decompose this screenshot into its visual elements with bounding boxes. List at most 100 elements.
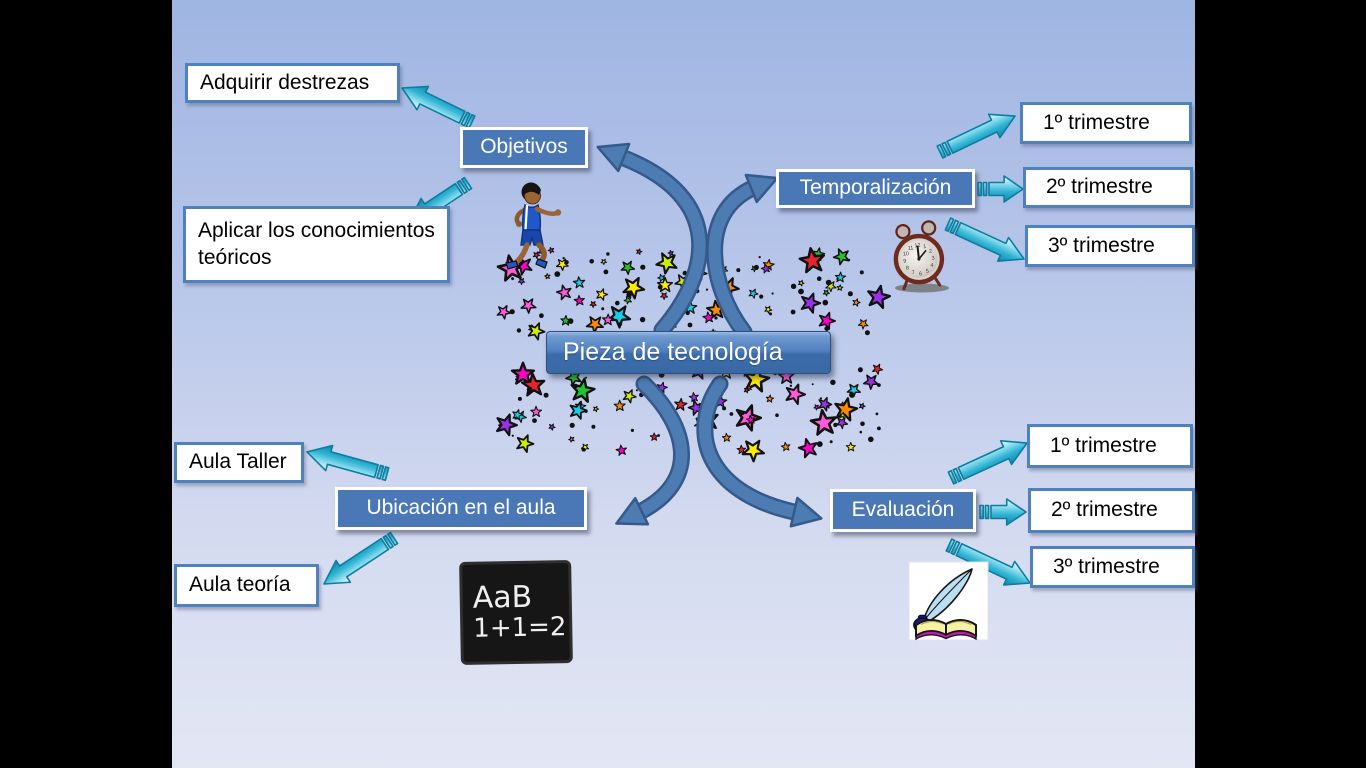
star [510, 361, 536, 385]
dot [657, 434, 660, 437]
dot [829, 440, 833, 444]
node-aula-teoria: Aula teoría [174, 564, 319, 607]
clock-number: 6 [919, 271, 923, 277]
dot [569, 422, 575, 428]
dot [554, 271, 561, 277]
dot [606, 252, 610, 256]
star [516, 434, 535, 453]
node-temporalizacion-trimestre-1: 1º trimestre [1020, 102, 1192, 144]
star [656, 276, 674, 293]
curved-arrow-connector [596, 142, 709, 339]
star [818, 396, 833, 412]
dot [847, 291, 853, 297]
dot [816, 441, 823, 447]
star [548, 423, 556, 431]
dot [509, 309, 515, 315]
striped-arrow-connector [401, 85, 476, 129]
dot [705, 288, 709, 291]
star [813, 404, 820, 411]
striped-arrow-connector [944, 217, 1025, 262]
dot [825, 279, 832, 286]
dot [581, 447, 586, 452]
star [622, 389, 637, 404]
dot [511, 277, 515, 281]
star [568, 436, 575, 443]
star [688, 392, 699, 403]
striped-arrows [306, 85, 1031, 586]
star [736, 444, 747, 455]
dot [859, 430, 863, 434]
star [657, 273, 666, 282]
blackboard-text-line2: 1+1=2 [473, 612, 567, 644]
dot [601, 307, 605, 311]
star [741, 439, 765, 463]
dot [516, 328, 522, 333]
star [560, 314, 572, 326]
striped-arrow-connector [323, 531, 399, 585]
dot [517, 396, 522, 401]
star [858, 402, 866, 410]
dot [687, 322, 693, 328]
dot [875, 412, 879, 416]
star [585, 316, 604, 334]
slide-canvas: 123456789101112 Adquirir [172, 0, 1195, 768]
star [836, 284, 844, 291]
star [797, 437, 818, 459]
curved-arrows [596, 142, 823, 528]
star [517, 277, 526, 285]
node-ubicacion-en-el-aula: Ubicación en el aula [335, 487, 587, 530]
star [721, 432, 732, 442]
star [589, 301, 597, 308]
curved-arrow-connector [706, 173, 779, 341]
dot [714, 316, 718, 320]
node-adquirir-destrezas: Adquirir destrezas [185, 63, 400, 103]
star [702, 311, 715, 324]
dot [771, 292, 774, 295]
star [872, 363, 884, 375]
star [867, 284, 892, 310]
curved-arrow-connector [696, 375, 823, 528]
dot [615, 300, 620, 306]
star [660, 292, 669, 300]
dot [816, 276, 822, 282]
clock-number: 8 [906, 265, 910, 271]
dot [639, 316, 646, 323]
star [852, 298, 861, 307]
runner-icon [505, 182, 562, 270]
dot [567, 318, 574, 324]
star [512, 409, 524, 421]
star [620, 260, 636, 275]
star [764, 305, 773, 314]
dot [790, 283, 797, 289]
star [569, 401, 588, 420]
dot [864, 330, 870, 336]
dot [758, 256, 761, 259]
node-aula-taller: Aula Taller [174, 442, 304, 483]
dot [775, 413, 779, 418]
dot [591, 424, 596, 429]
star [532, 251, 541, 259]
star [570, 377, 596, 403]
star [862, 374, 879, 390]
star [555, 284, 572, 301]
node-evaluacion-trimestre-3: 3º trimestre [1030, 546, 1195, 588]
star [857, 319, 869, 330]
node-temporalizacion-trimestre-3: 3º trimestre [1025, 225, 1195, 267]
star [636, 248, 643, 255]
dot [573, 383, 578, 389]
star [798, 247, 826, 274]
star [834, 271, 847, 283]
dot [860, 421, 865, 427]
dot [819, 397, 823, 400]
node-center-pieza-de-tecnologia: Pieza de tecnología [546, 331, 831, 374]
star [615, 444, 628, 456]
blackboard-icon: AaB 1+1=2 [459, 560, 573, 665]
clock-number: 3 [931, 255, 935, 261]
node-objetivos: Objetivos [460, 127, 588, 168]
star [496, 305, 512, 320]
dot [585, 376, 588, 379]
dot [618, 322, 623, 326]
dot [848, 258, 851, 261]
node-evaluacion-trimestre-2: 2º trimestre [1028, 488, 1195, 533]
star [544, 273, 551, 280]
